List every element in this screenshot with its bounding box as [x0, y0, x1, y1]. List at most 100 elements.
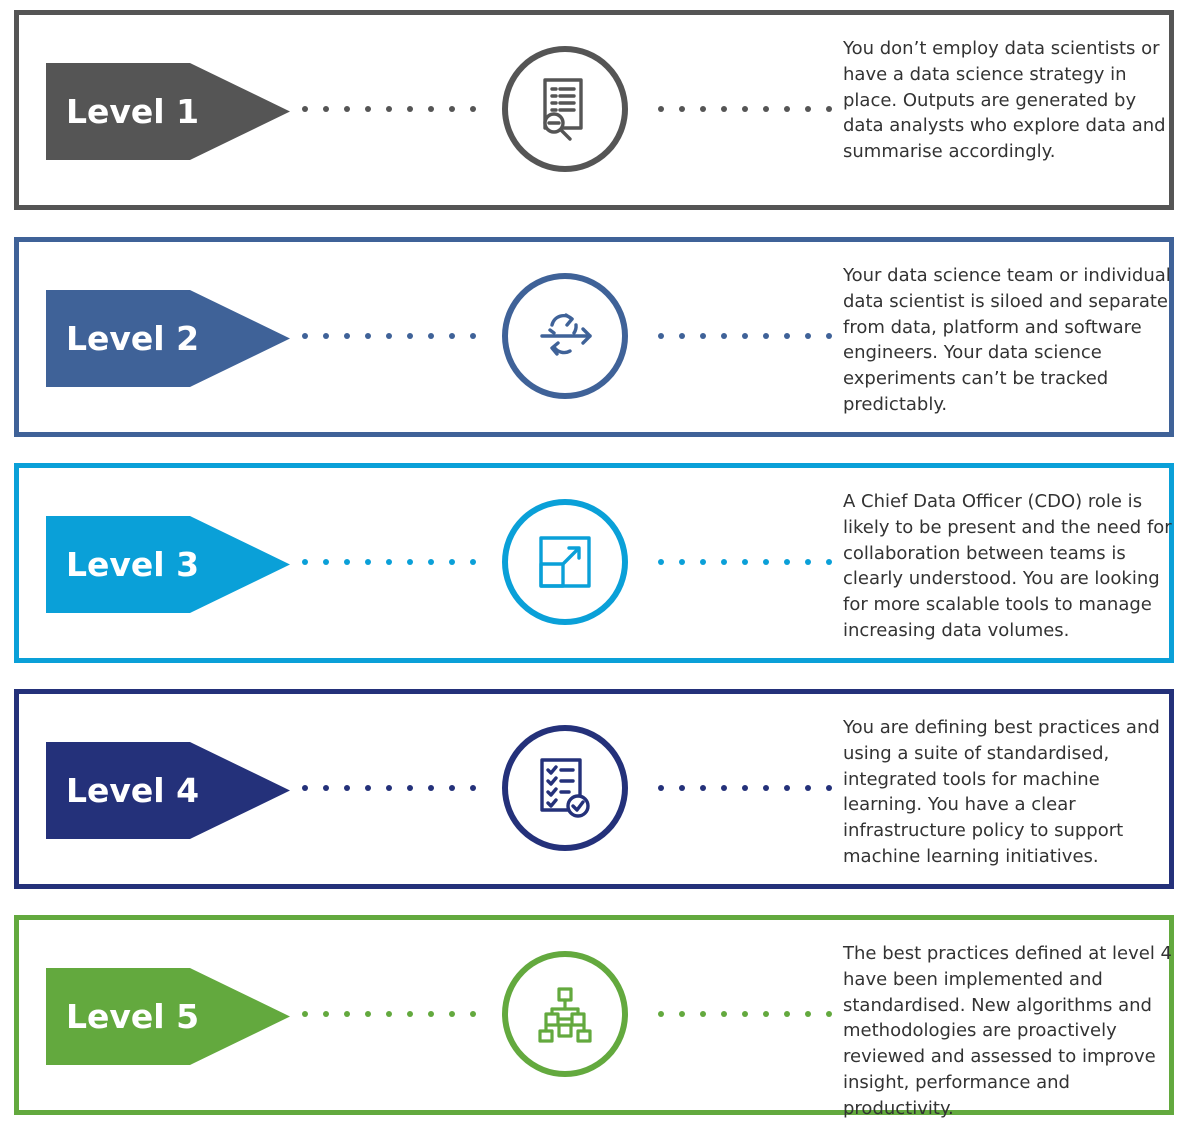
connector-dot	[784, 559, 790, 565]
connector-dot	[826, 559, 832, 565]
connector-dot	[428, 1011, 434, 1017]
document-search-icon	[543, 78, 583, 141]
connector-dot	[784, 1011, 790, 1017]
connector-dots-right-5	[657, 1010, 833, 1018]
icon-ring-5	[502, 951, 628, 1077]
connector-dot	[323, 106, 329, 112]
connector-dot	[323, 559, 329, 565]
connector-dot	[344, 785, 350, 791]
connector-dot	[344, 106, 350, 112]
connector-dot	[386, 106, 392, 112]
connector-dot	[700, 559, 706, 565]
connector-dot	[784, 785, 790, 791]
connector-dot	[407, 559, 413, 565]
icon-ring-2	[502, 273, 628, 399]
connector-dot	[658, 559, 664, 565]
connector-dot	[742, 1011, 748, 1017]
connector-dots-left-2	[301, 332, 477, 340]
connector-dots-left-3	[301, 558, 477, 566]
checklist-approved-icon	[540, 758, 590, 818]
icon-ring-3	[502, 499, 628, 625]
connector-dot	[386, 785, 392, 791]
connector-dot	[365, 1011, 371, 1017]
connector-dot	[470, 1011, 476, 1017]
connector-dot	[805, 785, 811, 791]
connector-dot	[742, 785, 748, 791]
connector-dot	[470, 559, 476, 565]
connector-dot	[679, 333, 685, 339]
connector-dot	[365, 106, 371, 112]
connector-dot	[805, 1011, 811, 1017]
level-description-5: The best practices defined at level 4 ha…	[843, 943, 1172, 1119]
connector-dot	[470, 333, 476, 339]
connector-dot	[302, 106, 308, 112]
connector-dot	[302, 1011, 308, 1017]
connector-dot	[805, 106, 811, 112]
connector-dot	[742, 559, 748, 565]
connector-dot	[742, 333, 748, 339]
icon-ring-1	[502, 46, 628, 172]
connector-dot	[805, 333, 811, 339]
level-card-2: Level 2 Your data science team or indivi…	[14, 237, 1174, 437]
connector-dots-right-4	[657, 784, 833, 792]
level-label-3: Level 3	[66, 545, 200, 584]
connector-dot	[763, 559, 769, 565]
connector-dot	[721, 785, 727, 791]
connector-dot	[784, 333, 790, 339]
connector-dot	[386, 1011, 392, 1017]
connector-dot	[365, 559, 371, 565]
level-tag-4: Level 4	[46, 742, 290, 839]
level-description-2: Your data science team or individual dat…	[843, 265, 1171, 415]
connector-dot	[449, 785, 455, 791]
connector-dot	[826, 1011, 832, 1017]
connector-dot	[386, 333, 392, 339]
level-label-1: Level 1	[66, 92, 200, 131]
connector-dots-right-2	[657, 332, 833, 340]
connector-dot	[449, 106, 455, 112]
level-label-2: Level 2	[66, 319, 200, 358]
connector-dot	[470, 106, 476, 112]
connector-dot	[826, 785, 832, 791]
connector-dot	[700, 106, 706, 112]
connector-dot	[721, 1011, 727, 1017]
connector-dot	[323, 333, 329, 339]
level-description-3: A Chief Data Officer (CDO) role is likel…	[843, 491, 1172, 641]
connector-dot	[449, 559, 455, 565]
connector-dot	[344, 559, 350, 565]
level-tag-3: Level 3	[46, 516, 290, 613]
connector-dot	[679, 1011, 685, 1017]
connector-dot	[449, 1011, 455, 1017]
connector-dot	[721, 559, 727, 565]
connector-dot	[407, 333, 413, 339]
connector-dots-left-5	[301, 1010, 477, 1018]
level-label-4: Level 4	[66, 771, 200, 810]
connector-dot	[679, 106, 685, 112]
connector-dot	[700, 1011, 706, 1017]
connector-dot	[365, 785, 371, 791]
connector-dot	[763, 106, 769, 112]
scale-up-icon	[539, 536, 591, 588]
level-label-5: Level 5	[66, 997, 200, 1036]
connector-dot	[784, 106, 790, 112]
connector-dot	[407, 785, 413, 791]
connector-dot	[365, 333, 371, 339]
connector-dot	[470, 785, 476, 791]
connector-dot	[805, 559, 811, 565]
connector-dot	[721, 106, 727, 112]
level-tag-2: Level 2	[46, 290, 290, 387]
level-description-1: You don’t employ data scientists or have…	[843, 38, 1166, 163]
connector-dot	[323, 1011, 329, 1017]
connector-dot	[407, 106, 413, 112]
connector-dot	[658, 1011, 664, 1017]
connector-dot	[428, 559, 434, 565]
hierarchy-icon	[538, 987, 592, 1043]
shuffle-arrows-icon	[540, 313, 592, 356]
icon-ring-4	[502, 725, 628, 851]
level-tag-1: Level 1	[46, 63, 290, 160]
connector-dots-left-4	[301, 784, 477, 792]
connector-dot	[658, 333, 664, 339]
connector-dot	[428, 333, 434, 339]
connector-dot	[721, 333, 727, 339]
level-card-3: Level 3 A Chief Data Officer (CDO) role …	[14, 463, 1174, 663]
connector-dot	[302, 559, 308, 565]
